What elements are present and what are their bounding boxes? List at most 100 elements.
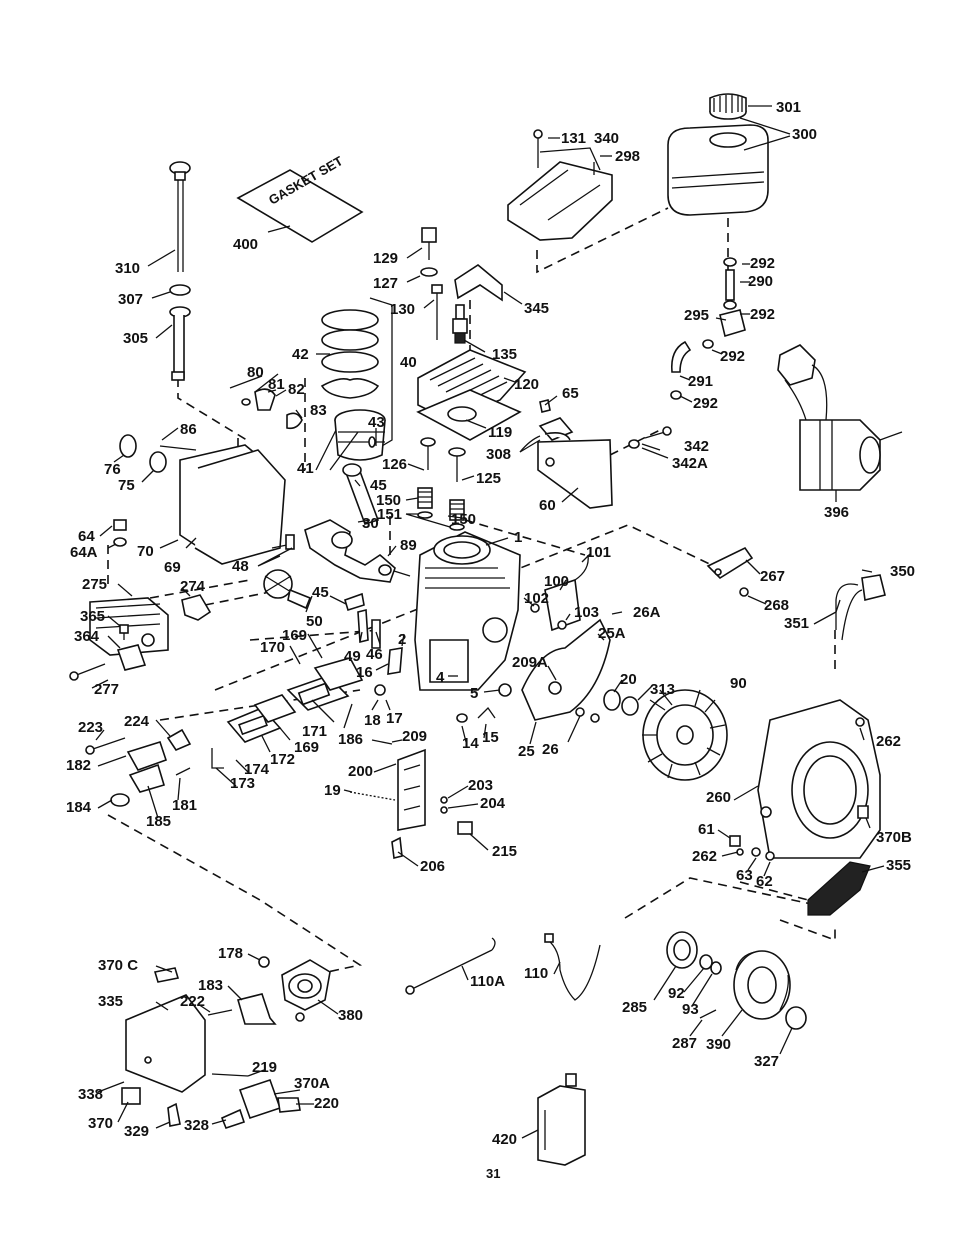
part-label-292-top: 292 [750,255,775,272]
part-number-labels: 301 300 131 340 298 400 310 307 305 129 … [66,99,915,1148]
head-bolt-icon [420,227,443,340]
part-label-75: 75 [118,477,135,494]
part-label-204: 204 [480,795,506,812]
part-label-220: 220 [314,1095,339,1112]
part-label-420: 420 [492,1131,517,1148]
part-label-215: 215 [492,843,517,860]
throttle-bracket-icon [167,1073,301,1129]
part-label-184: 184 [66,799,92,816]
part-label-169-bottom: 169 [294,739,319,756]
tube-icon [519,435,541,453]
choke-lever-icon [207,993,277,1025]
part-label-2: 2 [398,631,406,648]
tappet-icon [344,592,365,612]
part-label-15: 15 [482,729,499,746]
part-label-81: 81 [268,376,285,393]
part-label-150-right: 150 [451,511,476,528]
part-label-126: 126 [382,456,407,473]
bracket-icon [454,264,503,302]
part-label-125: 125 [476,470,501,487]
part-label-64: 64 [78,528,95,545]
part-label-200: 200 [348,763,373,780]
part-label-328: 328 [184,1117,209,1134]
part-label-307: 307 [118,291,143,308]
part-label-335: 335 [98,993,123,1010]
part-label-69: 69 [164,559,181,576]
part-label-62: 62 [756,873,773,890]
part-label-30: 30 [362,515,379,532]
muffler-gasket-icon [181,594,212,621]
part-label-310: 310 [115,260,140,277]
part-label-46: 46 [366,646,383,663]
part-label-135: 135 [492,346,517,363]
electric-starter-icon [777,344,903,491]
part-label-102: 102 [524,590,549,607]
intake-gasket-icon [211,657,364,769]
part-label-222: 222 [180,993,205,1010]
part-label-340: 340 [594,130,619,147]
part-label-183: 183 [198,977,223,994]
cylinder-head-icon [416,349,527,441]
recoil-starter-icon [733,950,791,1020]
part-label-338: 338 [78,1086,103,1103]
part-label-313: 313 [650,681,675,698]
part-label-45-lower: 45 [312,584,329,601]
part-label-203: 203 [468,777,493,794]
crankshaft-icon [304,519,411,583]
part-label-287: 287 [672,1035,697,1052]
part-label-209A: 209A [512,654,548,671]
decal-icon [785,1006,807,1030]
part-label-20: 20 [620,671,637,688]
fuel-cap-icon [709,93,747,120]
oil-drain-plug-icon [113,519,127,547]
part-label-63: 63 [736,867,753,884]
part-label-219: 219 [252,1059,277,1076]
part-label-262-bottom: 262 [692,848,717,865]
part-label-89: 89 [400,537,417,554]
part-label-300: 300 [792,126,817,143]
page-number: 31 [486,1166,500,1181]
shroud-plate-icon [521,618,611,723]
part-label-396: 396 [824,504,849,521]
part-label-181: 181 [172,797,197,814]
fuel-line-icon [670,257,746,400]
part-label-130: 130 [390,301,415,318]
part-label-93: 93 [682,1001,699,1018]
part-label-345: 345 [524,300,549,317]
part-label-209: 209 [402,728,427,745]
muffler-bracket-icon [116,644,147,671]
part-label-100: 100 [544,573,569,590]
part-label-292-right: 292 [750,306,775,323]
part-label-224: 224 [124,713,150,730]
part-label-308: 308 [486,446,511,463]
part-label-171: 171 [302,723,327,740]
part-label-25A: 25A [598,625,626,642]
part-label-110A: 110A [470,973,505,990]
part-label-120: 120 [514,376,539,393]
connecting-rod-icon [342,463,380,525]
part-label-61: 61 [698,821,715,838]
part-label-119: 119 [488,424,512,441]
part-label-25: 25 [518,743,535,760]
screw-icon [628,426,672,449]
part-label-60: 60 [539,497,556,514]
dipstick-icon [169,161,191,272]
gasket-set-icon: GASKET SET [236,153,364,243]
part-label-64A: 64A [70,544,98,561]
oil-seal-icon [119,434,137,458]
part-label-223: 223 [78,719,103,736]
part-label-41: 41 [297,460,314,477]
part-label-262-right: 262 [876,733,901,750]
switch-bracket-icon [706,546,754,597]
part-label-295: 295 [684,307,709,324]
part-label-1: 1 [514,529,522,546]
part-label-260: 260 [706,789,731,806]
part-label-40: 40 [400,354,417,371]
part-label-127: 127 [373,275,398,292]
spark-plug-icon [452,304,468,344]
part-label-43: 43 [368,414,385,431]
o-ring-icon [169,284,191,296]
part-label-298: 298 [615,148,640,165]
part-label-173: 173 [230,775,255,792]
part-label-390: 390 [706,1036,731,1053]
